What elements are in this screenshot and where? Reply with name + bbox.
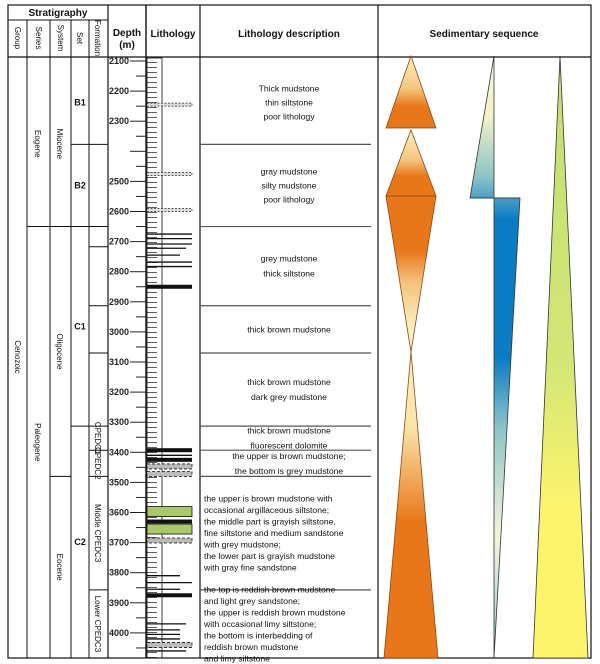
header-set: Set	[75, 32, 84, 45]
depth-label: 3500	[109, 477, 129, 487]
description-line: the upper is reddish brown mudstone	[204, 607, 346, 617]
depth-label: 2500	[109, 176, 129, 186]
set-label: C1	[74, 321, 86, 331]
header-depth: Depth	[113, 28, 141, 39]
siltstone-layer	[146, 208, 193, 212]
description-line: with occasional limy siltstone;	[203, 619, 316, 629]
formation-label: Middle CPEDC3	[93, 504, 102, 563]
sequence-triangle-c2	[383, 351, 439, 659]
depth-label: 2900	[109, 297, 129, 307]
set-label: C2	[74, 537, 86, 547]
black-layer	[147, 593, 192, 598]
depth-label: 2200	[109, 86, 129, 96]
description-line: occasional argillaceous siltstone;	[204, 505, 329, 515]
header-stratigraphy: Stratigraphy	[29, 8, 88, 19]
description-line: thick brown mudstone	[247, 324, 331, 334]
system-label: Miocene	[55, 129, 64, 160]
set-label: B1	[74, 98, 86, 108]
description-line: the bottom is interbedding of	[204, 630, 313, 640]
system-label: Eocene	[55, 554, 64, 582]
depth-label: 3800	[109, 568, 129, 578]
grey-sandstone-layer	[146, 537, 193, 544]
description-line: the top is reddish brown mudstone	[204, 584, 336, 594]
depth-label: 2600	[109, 207, 129, 217]
depth-scale: 2100 2200 2300 2500 2600 2700 2800 2900 3000 3100…	[109, 56, 146, 649]
description-line: dark grey mudstone	[251, 392, 327, 402]
header-formation: Formation	[93, 20, 102, 56]
depth-label: 3300	[109, 417, 129, 427]
black-layer	[147, 519, 192, 524]
header-system: System	[56, 25, 65, 52]
group-label: Cenozoic	[13, 340, 22, 373]
header-sequence: Sedimentary sequence	[430, 29, 539, 40]
black-layer	[147, 457, 192, 462]
system-label: Oligocene	[55, 333, 64, 370]
description-line: silty mudstone	[262, 180, 317, 190]
formation-label: CPEDC1	[93, 422, 102, 455]
series-label: Paleogene	[33, 423, 42, 462]
header-lithology: Lithology	[151, 29, 196, 40]
description-line: and limy siltstone	[204, 653, 270, 663]
description-line: fine siltstone and medium sandstone	[204, 528, 344, 538]
formation-label: Lower CPEDC3	[93, 596, 102, 653]
sedimentary-sequence	[383, 54, 589, 659]
description-line: with gray fine sandstone	[203, 563, 297, 573]
depth-label: 3000	[109, 327, 129, 337]
black-layer	[147, 284, 192, 289]
lithology-descriptions: Thick mudstone thin siltstone poor litholo…	[200, 84, 371, 663]
siltstone-layer	[146, 172, 193, 176]
description-line: Thick mudstone	[259, 84, 320, 94]
description-line: poor lithology	[263, 194, 315, 204]
header-series: Series	[34, 27, 43, 50]
series-label: Eogene	[33, 130, 42, 158]
description-line: and light grey sandstone;	[204, 596, 300, 606]
grey-sandstone-layer	[146, 642, 193, 648]
description-line: reddish brown mudstone	[204, 642, 298, 652]
description-line: the bottom is grey mudstone	[235, 466, 344, 476]
siltstone-layer	[146, 102, 193, 107]
grey-sandstone-layer	[146, 471, 193, 477]
description-line: with grey mudstone;	[203, 540, 281, 550]
green-sandstone-layer	[146, 523, 193, 535]
header-depth-unit: (m)	[119, 40, 135, 51]
depth-label: 2300	[109, 116, 129, 126]
header-description: Lithology description	[238, 29, 340, 40]
description-line: thick brown mudstone	[247, 377, 331, 387]
description-line: the lower part is grayish mudstone	[204, 551, 335, 561]
set-label: B2	[74, 180, 86, 190]
description-line: the middle part is grayish siltstone,	[204, 517, 336, 527]
depth-label: 3400	[109, 447, 129, 457]
sequence-triangle-b1	[385, 54, 437, 129]
description-line: thin siltstone	[265, 98, 313, 108]
sequence-yellow-triangle	[532, 55, 589, 659]
description-line: poor lithology	[263, 112, 315, 122]
description-line: fluorescent dolomite	[251, 441, 328, 451]
depth-label: 3700	[109, 538, 129, 548]
depth-label: 3600	[109, 508, 129, 518]
sequence-triangle-b2	[385, 128, 437, 197]
lithology-column	[146, 57, 193, 659]
depth-label: 2100	[109, 56, 129, 66]
depth-label: 3100	[109, 357, 129, 367]
depth-label: 4000	[109, 628, 129, 638]
sequence-blue-diamond	[469, 55, 521, 659]
sequence-triangle-c1	[385, 195, 437, 353]
black-layer	[147, 448, 192, 453]
description-line: the upper is brown mudstone with	[204, 494, 333, 504]
description-line: grey mudstone	[261, 254, 318, 264]
description-line: gray mudstone	[261, 166, 318, 176]
header-group: Group	[13, 27, 22, 50]
mudstone-strip	[146, 57, 163, 659]
description-line: thick siltstone	[263, 269, 315, 279]
depth-label: 3200	[109, 387, 129, 397]
green-sandstone-layer	[146, 506, 193, 517]
grey-sandstone-layer	[146, 463, 193, 470]
description-line: thick brown mudstone	[247, 426, 331, 436]
depth-label: 2800	[109, 267, 129, 277]
description-line: the upper is brown mudstone;	[232, 451, 345, 461]
depth-label: 3900	[109, 598, 129, 608]
formation-label: CPEDC2	[93, 447, 102, 480]
depth-label: 2700	[109, 237, 129, 247]
